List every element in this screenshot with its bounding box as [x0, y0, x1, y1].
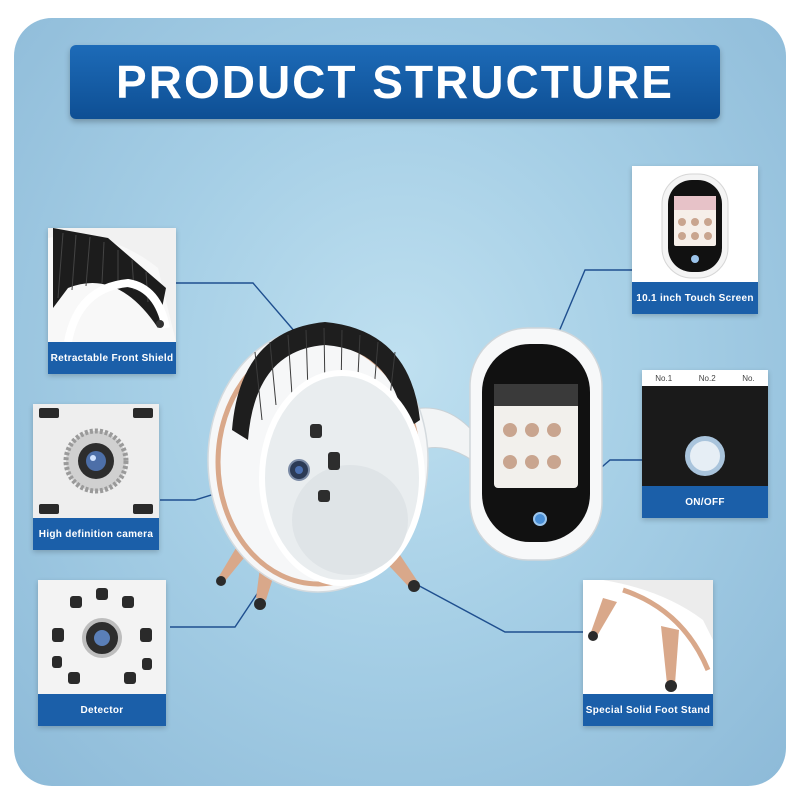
callout-detector: Detector — [38, 580, 166, 726]
page-title: PRODUCT STRUCTURE — [116, 56, 674, 108]
callout-foot-stand: Special Solid Foot Stand — [583, 580, 713, 726]
on-off-label: ON/OFF — [642, 486, 768, 518]
camera-lens-center — [295, 466, 303, 474]
detector-label: Detector — [38, 694, 166, 726]
detector-image — [38, 580, 166, 694]
leg-tip-right-front — [408, 580, 420, 592]
pleated-shield — [232, 322, 420, 440]
foot-stand-label: Special Solid Foot Stand — [583, 694, 713, 726]
leg-tip-left-front — [254, 598, 266, 610]
leader-line-foot-stand — [411, 581, 583, 633]
touch-screen-image — [632, 166, 758, 282]
title-banner: PRODUCT STRUCTURE — [70, 45, 720, 119]
screen-strip-label-2: No.2 — [698, 373, 716, 383]
camera-image — [33, 404, 159, 518]
leg-tip-left-back — [216, 576, 226, 586]
tablet-display-header — [494, 384, 578, 406]
detector-light-2 — [310, 424, 322, 438]
screen-strip: No.1 No.2 No. — [642, 370, 768, 386]
face-bowl-depth — [292, 465, 408, 575]
detector-light-3 — [318, 490, 330, 502]
front-shield-label: Retractable Front Shield — [48, 342, 176, 374]
detector-light-1 — [328, 452, 340, 470]
callout-touch-screen: 10.1 inch Touch Screen — [632, 166, 758, 314]
foot-stand-image — [583, 580, 713, 694]
touch-screen-label: 10.1 inch Touch Screen — [632, 282, 758, 314]
callout-camera: High definition camera — [33, 404, 159, 550]
screen-strip-label-3: No. — [742, 373, 755, 383]
callout-on-off: No.1 No.2 No. ON/OFF — [642, 370, 768, 518]
screen-strip-label-1: No.1 — [655, 373, 673, 383]
camera-label: High definition camera — [33, 518, 159, 550]
callout-front-shield: Retractable Front Shield — [48, 228, 176, 374]
on-off-image: No.1 No.2 No. — [642, 370, 768, 486]
leader-line-front-shield — [176, 282, 303, 341]
power-button-large — [685, 436, 725, 476]
power-button — [533, 512, 547, 526]
front-shield-image — [48, 228, 176, 342]
